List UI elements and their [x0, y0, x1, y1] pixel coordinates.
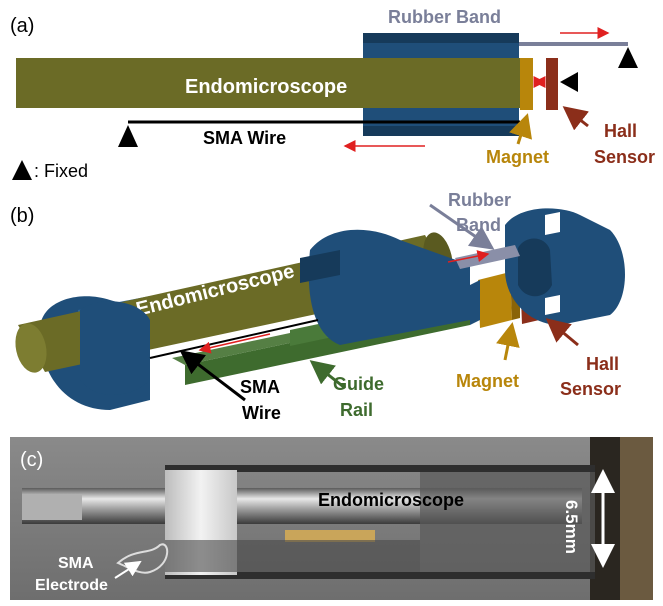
sma-electrode-label-line2: Electrode — [35, 577, 108, 594]
sma-electrode-pointer — [114, 560, 142, 579]
magnet-block — [520, 58, 533, 110]
endomicroscope-tip — [15, 323, 47, 373]
magnet-block-b — [478, 272, 512, 328]
guide-pointer — [309, 360, 346, 390]
panel-b: (b) Endomicroscope Rubber Band — [10, 190, 625, 423]
fixed-anchor-left — [118, 125, 138, 147]
guide-label-line2: Rail — [340, 400, 373, 420]
panel-a-letter: (a) — [10, 15, 34, 37]
magnet-pointer-b — [496, 322, 520, 361]
hall-pointer — [562, 106, 589, 131]
sma-wire-b — [149, 319, 319, 359]
dimension-label: 6.5mm — [562, 500, 581, 554]
rubber-label-b-line2: Band — [456, 215, 501, 235]
hall-label-b-line1: Hall — [586, 354, 619, 374]
panel-c-letter: (c) — [20, 449, 43, 471]
rubber-label-b-line1: Rubber — [448, 190, 511, 210]
sma-electrode-label-line1: SMA — [58, 555, 94, 572]
sma-label-b-line1: SMA — [240, 377, 280, 397]
guide-label-line1: Guide — [333, 374, 384, 394]
magnet-label: Magnet — [486, 147, 549, 167]
sma-pointer-b — [179, 350, 246, 402]
magnet-pointer — [509, 113, 532, 145]
photo-endomicroscope-label: Endomicroscope — [318, 490, 464, 510]
hall-label-line1: Hall — [604, 121, 637, 141]
fixed-anchor-hall — [560, 72, 578, 92]
rubber-band-label: Rubber Band — [388, 7, 501, 27]
endomicroscope-label: Endomicroscope — [185, 76, 347, 98]
rubber-pointer-b — [429, 203, 495, 250]
hall-label-line2: Sensor — [594, 147, 655, 167]
magnet-label-b: Magnet — [456, 371, 519, 391]
hall-sensor-block — [546, 58, 558, 110]
panel-b-letter: (b) — [10, 205, 34, 227]
sma-label-b-line2: Wire — [242, 403, 281, 423]
fixed-legend-icon — [12, 160, 32, 180]
hall-label-b-line2: Sensor — [560, 379, 621, 399]
panel-c: (c) Endomicroscope 6.5mm SMA Electrode — [10, 437, 653, 600]
sma-wire-label: SMA Wire — [203, 128, 286, 148]
middle-clamp — [308, 229, 470, 345]
fixed-anchor-right — [618, 47, 638, 68]
fixed-legend-label: : Fixed — [34, 161, 88, 181]
panel-a: (a) Endomicroscope Rubber Band SMA Wire … — [10, 7, 655, 181]
hall-pointer-b — [545, 318, 579, 347]
